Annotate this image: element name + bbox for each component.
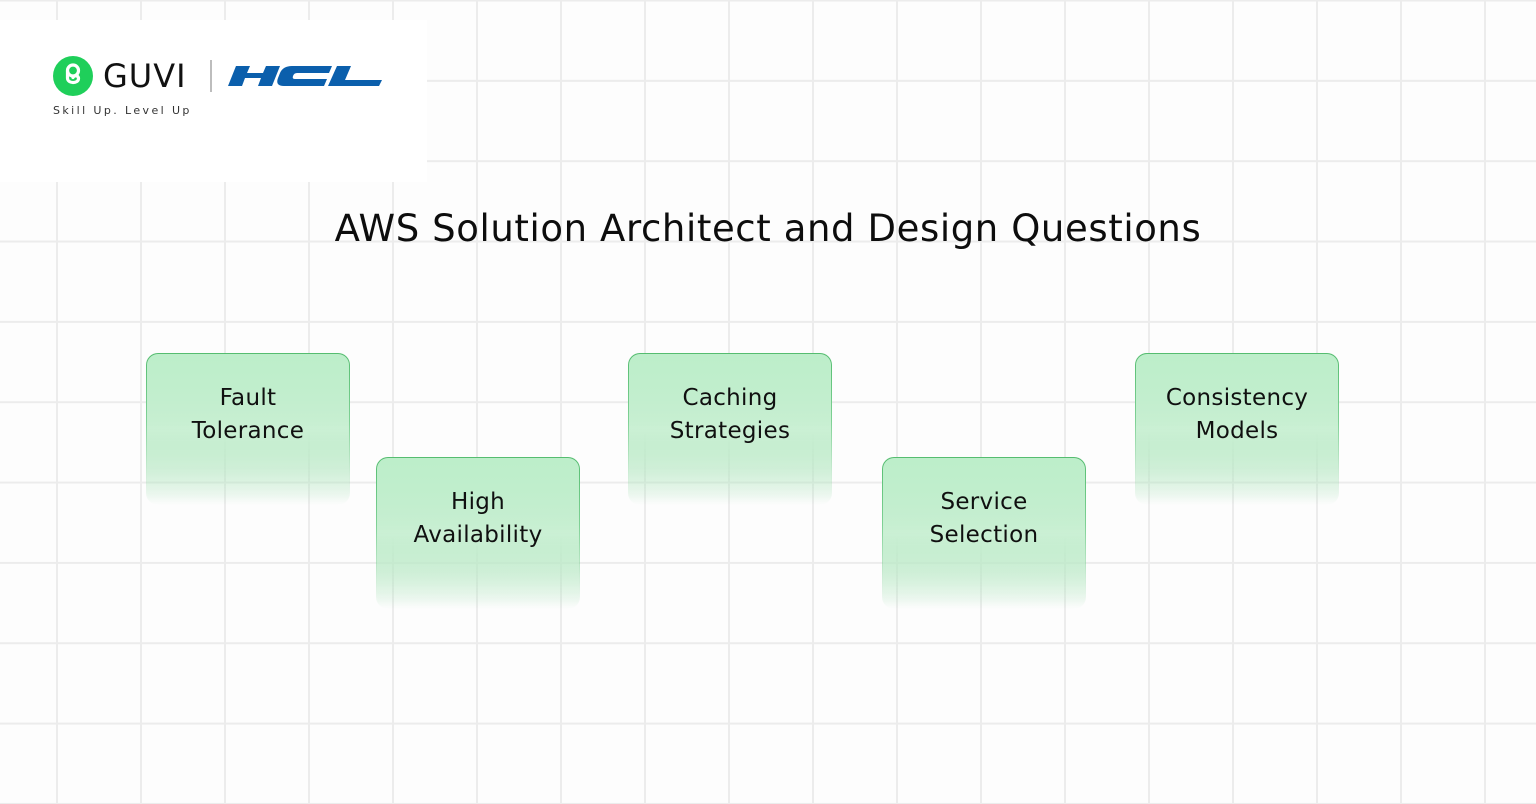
card-label: Consistency Models — [1165, 385, 1309, 444]
topic-card-consistency-models: Consistency Models — [1135, 353, 1339, 505]
topic-card-service-selection: Service Selection — [882, 457, 1086, 609]
hcl-logo — [226, 64, 384, 92]
guvi-wordmark: GUVI — [103, 57, 187, 95]
card-label: Caching Strategies — [669, 385, 791, 444]
page-title: AWS Solution Architect and Design Questi… — [334, 207, 1202, 250]
card-label: Service Selection — [929, 489, 1039, 548]
logo-divider — [210, 60, 212, 92]
card-label: High Availability — [413, 489, 543, 548]
topic-card-caching-strategies: Caching Strategies — [628, 353, 832, 505]
logo-area — [0, 20, 427, 182]
topic-card-high-availability: High Availability — [376, 457, 580, 609]
guvi-logo-icon — [53, 56, 93, 96]
card-label: Fault Tolerance — [191, 385, 305, 444]
topic-card-fault-tolerance: Fault Tolerance — [146, 353, 350, 505]
brand-tagline: Skill Up. Level Up — [53, 104, 192, 117]
